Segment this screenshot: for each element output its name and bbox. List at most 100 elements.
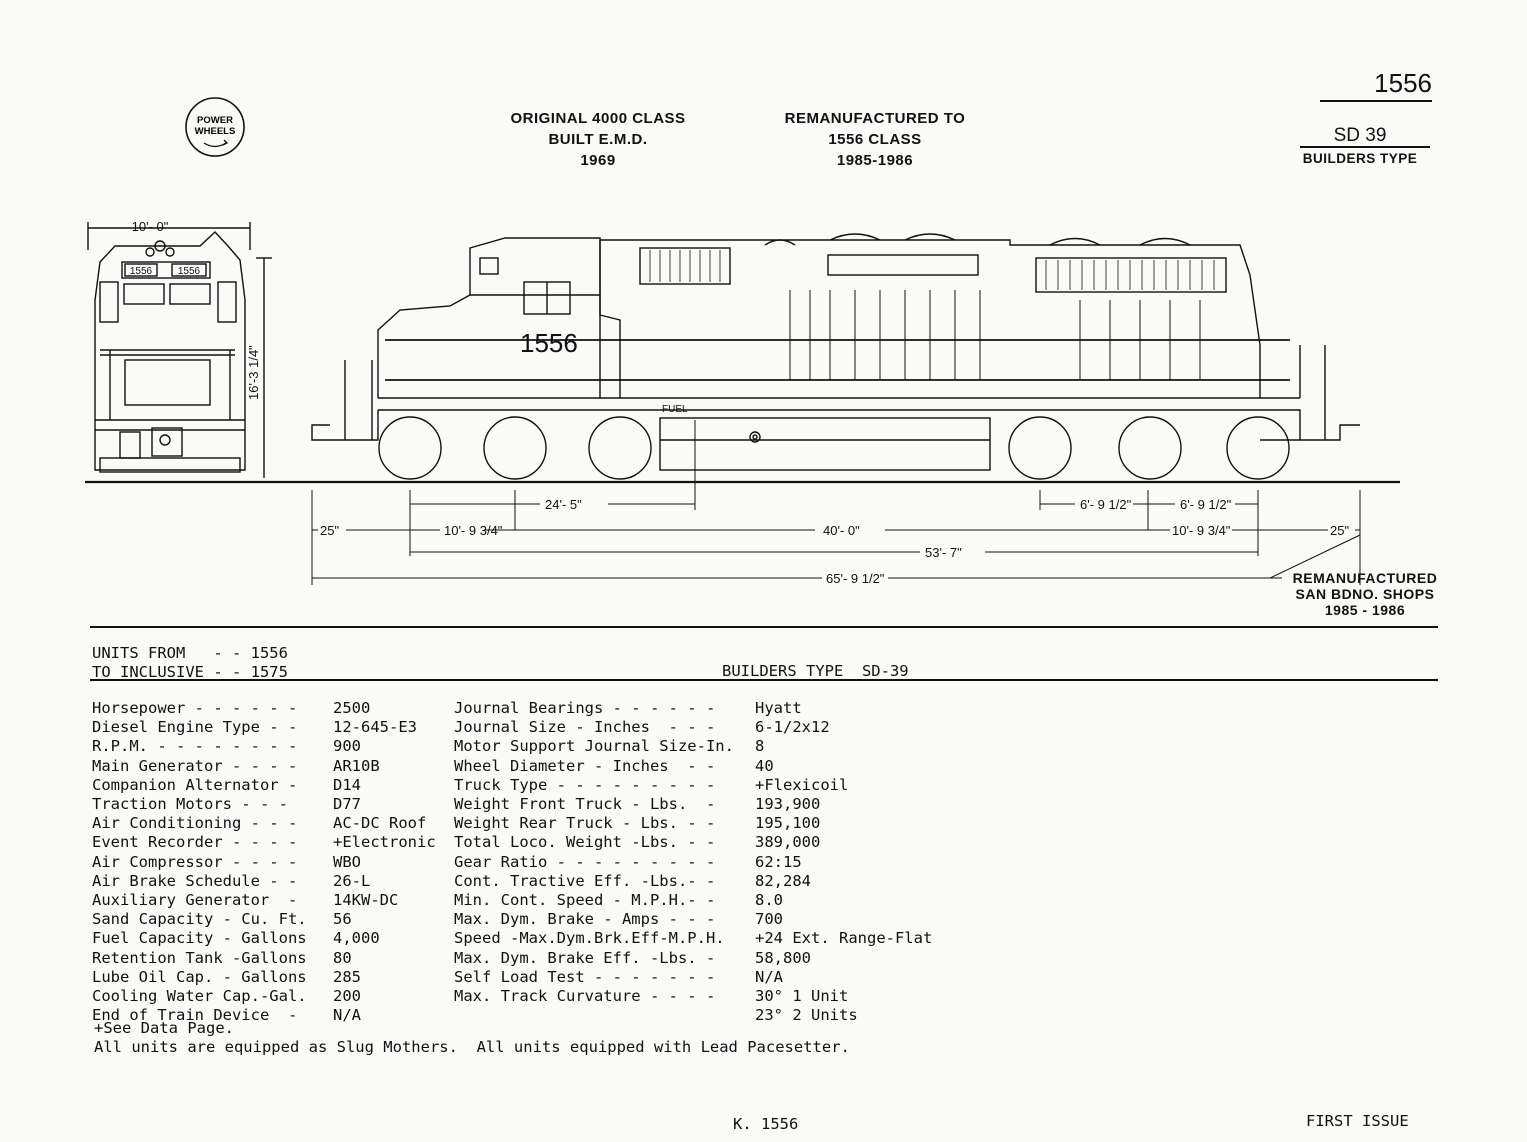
model-rule: [1300, 146, 1430, 148]
spec-right-value: +Flexicoil: [755, 775, 849, 794]
spec-left-label: End of Train Device -: [92, 1006, 298, 1025]
spec-right-value: +24 Ext. Range-Flat: [755, 929, 933, 948]
spec-left-value: 26-L: [333, 871, 371, 890]
footer-code: K. 1556: [733, 1115, 799, 1133]
spec-right-label: Self Load Test - - - - - - -: [454, 967, 716, 986]
spec-left-value: 200: [333, 987, 361, 1005]
spec-right-value: 82,284: [755, 871, 811, 890]
spec-left-label: Cooling Water Cap.-Gal.: [92, 987, 307, 1005]
dim-axle-spacing-a: 6'- 9 1/2": [1080, 497, 1132, 512]
dimension-lines: [311, 420, 1361, 585]
spec-right-value: 23° 2 Units: [755, 1006, 858, 1025]
spec-left-value: 80: [333, 948, 352, 967]
spec-right-label: Journal Size - Inches - - -: [454, 718, 716, 737]
reman-shops-line3: 1985 - 1986: [1324, 602, 1406, 618]
reman-shops-line2: SAN BDNO. SHOPS: [1295, 586, 1435, 602]
spec-right-value: 58,800: [755, 948, 811, 967]
note-data-page: +See Data Page.: [94, 1019, 234, 1037]
spec-right-value: 700: [755, 910, 783, 929]
dim-fuel-point: 24'- 5": [545, 497, 582, 512]
number-board-left: 1556: [130, 266, 153, 277]
dim-axle-spacing-b: 6'- 9 1/2": [1180, 497, 1232, 512]
logo-text-power: POWER: [197, 115, 233, 126]
spec-right-label: Weight Front Truck - Lbs. -: [454, 795, 716, 813]
fuel-fill-label: FUEL: [662, 404, 688, 415]
spec-left-value: AC-DC Roof: [333, 814, 427, 833]
spec-left-value: 285: [333, 967, 361, 986]
spec-left-value: AR10B: [333, 756, 380, 775]
units-to: TO INCLUSIVE - - 1575: [92, 663, 288, 681]
model-name: SD 39: [1333, 125, 1387, 146]
spec-left-value: 12-645-E3: [333, 718, 417, 737]
spec-left-label: Horsepower - - - - - -: [92, 699, 298, 717]
footer-issue: FIRST ISSUE: [1306, 1112, 1409, 1130]
spec-left-label: R.P.M. - - - - - - - -: [92, 737, 298, 756]
original-class: ORIGINAL 4000 CLASS: [510, 110, 686, 127]
reman-block: REMANUFACTURED TO 1556 CLASS 1985-1986: [760, 108, 990, 171]
reman-class: 1556 CLASS: [828, 131, 922, 148]
spec-right-value: 40: [755, 756, 774, 775]
spec-left-value: WBO: [333, 852, 361, 871]
spec-right-label: Cont. Tractive Eff. -Lbs.- -: [454, 871, 716, 890]
spec-right-label: Wheel Diameter - Inches - -: [454, 756, 716, 775]
spec-left-value: 900: [333, 737, 361, 756]
spec-right-label: Motor Support Journal Size-In.: [454, 737, 734, 756]
note-slug-mothers: All units are equipped as Slug Mothers. …: [94, 1038, 850, 1056]
reman-shops-line1: REMANUFACTURED: [1292, 570, 1438, 586]
section-rule-top: [90, 626, 1438, 628]
side-view: FUEL 1556: [311, 233, 1360, 480]
original-build-block: ORIGINAL 4000 CLASS BUILT E.M.D. 1969: [488, 108, 708, 171]
spec-left-label: Air Conditioning - - -: [92, 814, 298, 833]
cab-unit-number: 1556: [520, 328, 578, 358]
spec-right-value: 30° 1 Unit: [755, 987, 849, 1005]
builders-type-line: BUILDERS TYPE SD-39: [722, 662, 909, 680]
spec-left-value: 2500: [333, 699, 371, 717]
spec-left-label: Air Compressor - - - -: [92, 852, 298, 871]
spec-left-value: 4,000: [333, 929, 380, 948]
reman-title: REMANUFACTURED TO: [784, 110, 966, 127]
sheet-number: 1556: [1374, 68, 1432, 98]
spec-right-label: Truck Type - - - - - - - - -: [454, 775, 716, 794]
spec-left-label: Sand Capacity - Cu. Ft.: [92, 910, 307, 929]
spec-right-value: 8: [755, 737, 765, 756]
spec-right-value: 62:15: [755, 852, 802, 871]
spec-left-label: Auxiliary Generator -: [92, 891, 298, 909]
spec-right-value: 195,100: [755, 814, 821, 833]
spec-left-value: 14KW-DC: [333, 891, 399, 909]
spec-left-value: D14: [333, 775, 361, 794]
spec-right-value: 6-1/2x12: [755, 718, 830, 737]
spec-right-value: Hyatt: [755, 699, 802, 717]
spec-left-label: Event Recorder - - - -: [92, 833, 298, 852]
spec-left-value: N/A: [333, 1006, 361, 1025]
power-wheels-logo: POWER WHEELS: [185, 97, 245, 157]
spec-left-label: Companion Alternator -: [92, 775, 298, 794]
spec-left-value: 56: [333, 910, 352, 929]
spec-left-value: +Electronic: [333, 833, 436, 852]
original-year: 1969: [580, 152, 616, 169]
spec-right-value: 193,900: [755, 795, 821, 813]
spec-left-label: Main Generator - - - -: [92, 756, 298, 775]
spec-right-label: Max. Dym. Brake - Amps - - -: [454, 910, 716, 929]
spec-right-value: 8.0: [755, 891, 783, 909]
spec-left-label: Lube Oil Cap. - Gallons: [92, 967, 307, 986]
number-board-right: 1556: [178, 266, 201, 277]
sheet-number-rule: [1320, 100, 1432, 102]
spec-right-label: Weight Rear Truck - Lbs. - -: [454, 814, 716, 833]
logo-text-wheels: WHEELS: [195, 126, 236, 137]
dim-end-right: 25": [1330, 523, 1349, 538]
front-height-dim: 16'-3 1/4": [246, 345, 261, 400]
dim-overall: 65'- 9 1/2": [826, 571, 885, 586]
units-from: UNITS FROM - - 1556: [92, 644, 288, 662]
original-builder: BUILT E.M.D.: [548, 131, 648, 148]
spec-right-label: Journal Bearings - - - - - -: [454, 699, 716, 717]
spec-right-label: Gear Ratio - - - - - - - - -: [454, 852, 716, 871]
section-rule-mid: [90, 679, 1438, 681]
dim-axle-right: 10'- 9 3/4": [1172, 523, 1231, 538]
dim-wheelbase: 53'- 7": [925, 545, 962, 560]
reman-shops-note: REMANUFACTURED SAN BDNO. SHOPS 1985 - 19…: [1280, 570, 1450, 618]
spec-left-label: Air Brake Schedule - -: [92, 871, 298, 890]
spec-left-value: D77: [333, 795, 361, 813]
spec-left-label: Traction Motors - - -: [92, 795, 288, 813]
locomotive-drawing: 10'- 0" 16'-3 1/4" 1556 1556: [85, 219, 1400, 586]
spec-right-value: 389,000: [755, 833, 821, 852]
